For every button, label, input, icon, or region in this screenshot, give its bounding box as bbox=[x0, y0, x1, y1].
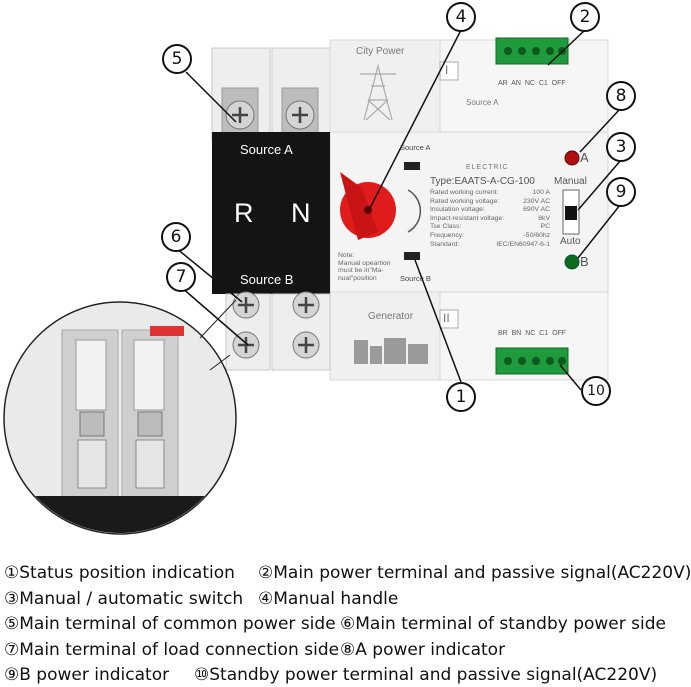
indicator-a-light bbox=[564, 150, 580, 166]
window-source-a-label: Source A bbox=[400, 143, 431, 152]
generator-icon bbox=[354, 338, 428, 364]
legend-item-8: ⑧A power indicator bbox=[340, 640, 506, 660]
panel-source-a: Source A bbox=[240, 142, 293, 157]
legend-item-7: ⑦Main terminal of load connection side bbox=[4, 640, 340, 660]
panel-letter-n: N bbox=[291, 198, 311, 228]
spec-row: Frequency:-50/60hz bbox=[430, 231, 550, 239]
manual-label: Manual bbox=[554, 176, 587, 187]
status-window-b bbox=[404, 252, 420, 260]
callout-2: 2 bbox=[570, 2, 600, 32]
spec-table: Rated working current:100 A Rated workin… bbox=[430, 189, 550, 249]
panel-letter-r: R bbox=[234, 198, 254, 228]
manual-note: Note: Manual opeartion must be in"Ma- nu… bbox=[338, 252, 391, 282]
black-panel bbox=[212, 132, 330, 294]
source-a-top-label: Source A bbox=[466, 98, 499, 107]
callout-9: 9 bbox=[606, 177, 636, 207]
legend-item-4: ④Manual handle bbox=[258, 589, 399, 609]
power-tower-icon bbox=[360, 63, 396, 121]
callout-6: 6 bbox=[161, 222, 191, 252]
auto-label: Auto bbox=[560, 236, 581, 247]
spec-row: Standard:IEC/EN60947-6-1 bbox=[430, 240, 550, 248]
panel-source-b: Source B bbox=[240, 272, 294, 287]
spec-row: Tse Class:PC bbox=[430, 223, 550, 231]
callout-5: 5 bbox=[162, 44, 192, 74]
legend-item-10: ⑩Standby power terminal and passive sign… bbox=[194, 665, 658, 685]
indicator-b-light bbox=[564, 254, 580, 270]
legend-item-9: ⑨B power indicator bbox=[4, 665, 170, 685]
legend-item-3: ③Manual / automatic switch bbox=[4, 589, 244, 609]
legend-item-6: ⑥Main terminal of standby power side bbox=[340, 614, 666, 634]
legend-item-2: ②Main power terminal and passive signal(… bbox=[258, 563, 691, 583]
indicator-b-label: B bbox=[580, 254, 589, 269]
status-window-a bbox=[404, 162, 420, 170]
callout-8: 8 bbox=[606, 81, 636, 111]
brand-label: ELECTRIC bbox=[466, 164, 509, 171]
callout-10: 10 bbox=[581, 376, 611, 406]
callout-4: 4 bbox=[446, 2, 476, 32]
roman-i: I bbox=[445, 63, 449, 77]
generator-label: Generator bbox=[368, 311, 414, 322]
spec-row: Insulation voltage:690V AC bbox=[430, 206, 550, 214]
city-power-label: City Power bbox=[356, 46, 405, 57]
indicator-a-label: A bbox=[580, 150, 589, 165]
device-illustration bbox=[3, 29, 622, 535]
window-source-b-label: Source B bbox=[400, 274, 431, 283]
type-label: Type:EAATS-A-CG-100 bbox=[430, 176, 535, 187]
spec-row: Rated working voltage:230V AC bbox=[430, 197, 550, 205]
spec-row: Impact-resistant voltage:8kV bbox=[430, 214, 550, 222]
roman-ii: II bbox=[443, 311, 450, 325]
legend-item-1: ①Status position indication bbox=[4, 563, 235, 583]
manual-handle bbox=[340, 172, 396, 240]
callout-1: 1 bbox=[446, 382, 476, 412]
legend-item-5: ⑤Main terminal of common power side bbox=[4, 614, 336, 634]
callout-7: 7 bbox=[166, 262, 196, 292]
rotation-arrow bbox=[407, 189, 422, 233]
spec-row: Rated working current:100 A bbox=[430, 189, 550, 196]
callout-3: 3 bbox=[606, 132, 636, 162]
callout-leaders bbox=[175, 29, 622, 391]
bottom-terminal-labels: BR BN NC C1 OFF bbox=[498, 330, 567, 337]
top-terminal-labels: AR AN NC C1 OFF bbox=[498, 80, 566, 87]
